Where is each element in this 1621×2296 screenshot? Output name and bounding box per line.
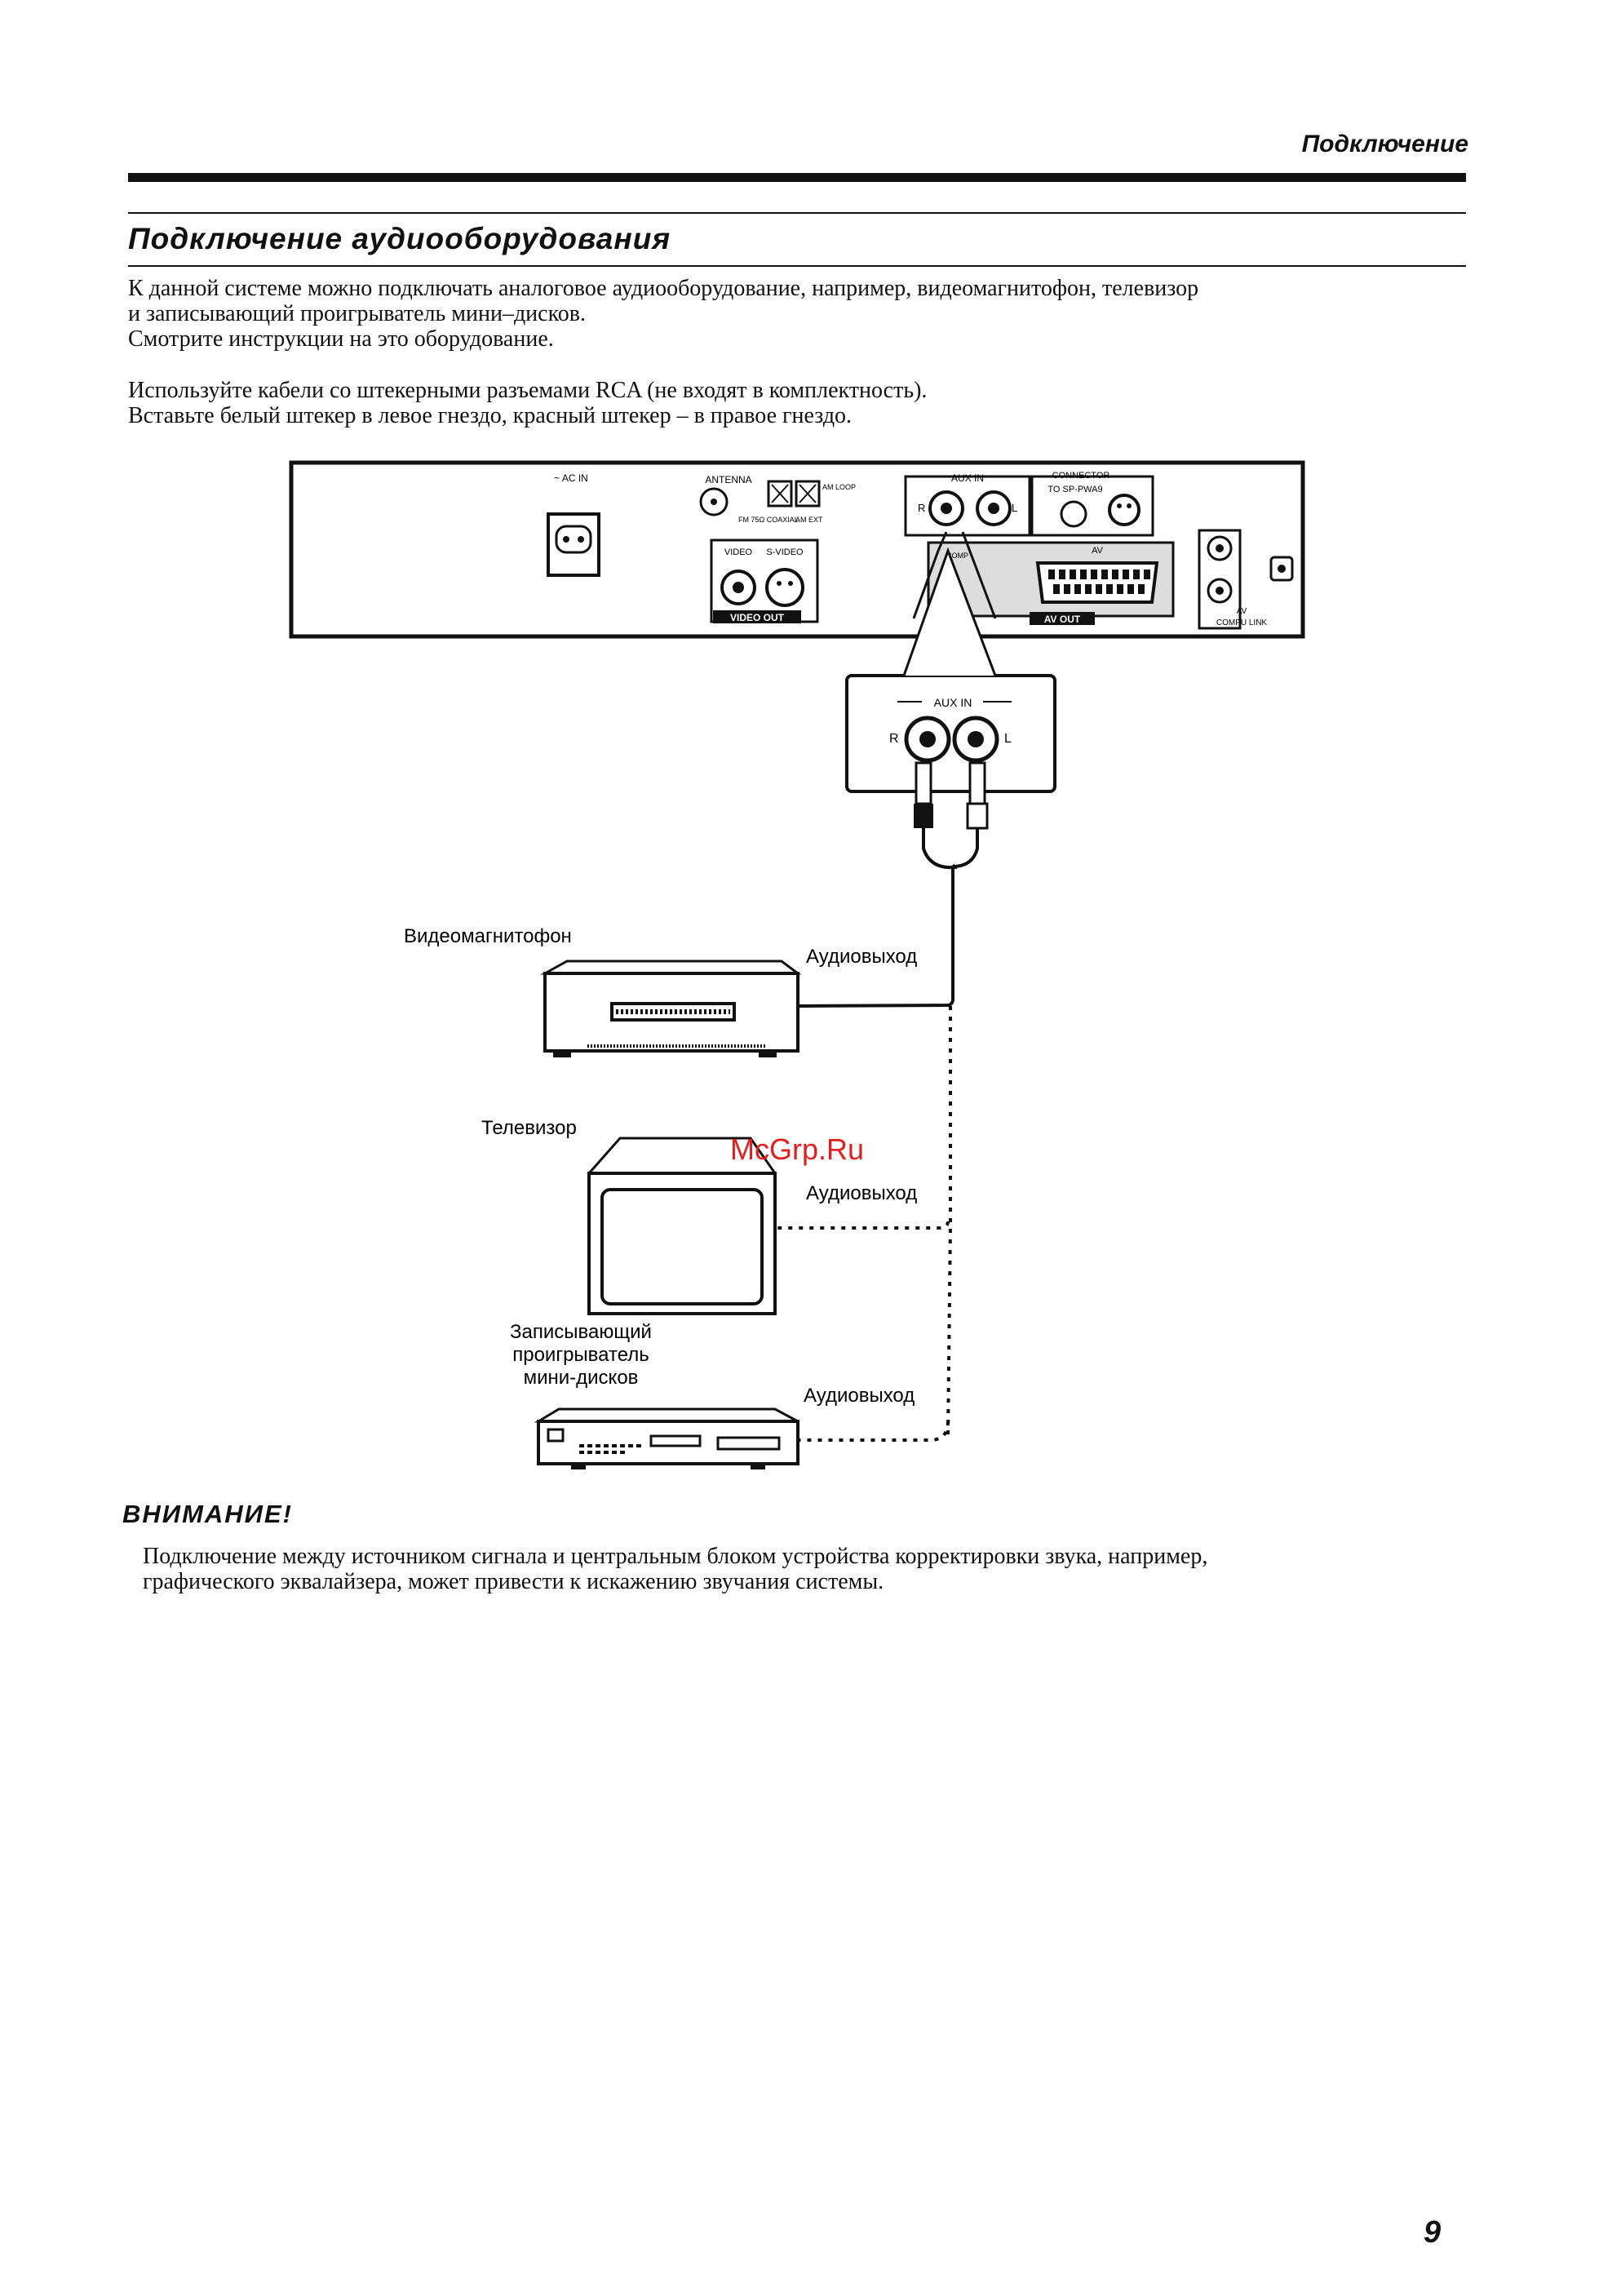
rca-plugs [914, 761, 989, 870]
vcr-audio-out-label: Аудиовыход [806, 946, 917, 968]
s-video-label: S-VIDEO [766, 547, 804, 557]
page-number: 9 [1424, 2215, 1442, 2249]
compu-link-label: COMPU LINK [1216, 618, 1268, 627]
zoom-r-label: R [889, 732, 899, 746]
watermark: McGrp.Ru [730, 1132, 865, 1166]
connector-label: CONNECTOR [1052, 471, 1110, 481]
running-header: Подключение [1301, 131, 1468, 157]
aux-in-callout: AUX IN R L [845, 531, 1056, 793]
video-out-label: VIDEO OUT [730, 612, 785, 623]
rear-panel: ~ AC IN ANTENNA FM 75Ω COAXIAL AM LOOP A… [289, 460, 1305, 639]
tv-audio-out-label: Аудиовыход [806, 1182, 917, 1204]
intro-line-1: К данной системе можно подключать аналог… [128, 276, 1199, 301]
antenna-terminals: ANTENNA FM 75Ω COAXIAL AM LOOP AM EXT [699, 474, 856, 524]
intro-line-3: Смотрите инструкции на это оборудование. [128, 326, 554, 352]
cables-line-1: Используйте кабели со штекерными разъема… [128, 378, 928, 403]
warning-paragraph: Подключение между источником сигнала и ц… [143, 1544, 1464, 1594]
dotted-trunk [946, 1006, 952, 1437]
connector-to-label: TO SP-PWA9 [1047, 485, 1102, 494]
cables-paragraph: Используйте кабели со штекерными разъема… [128, 378, 1466, 428]
zoom-l-label: L [1004, 732, 1012, 746]
md-label-line-3: мини-дисков [524, 1367, 639, 1389]
fm-label: FM 75Ω COAXIAL [738, 516, 799, 524]
vcr-label: Видеомагнитофон [404, 925, 572, 947]
section-rule-bottom [128, 265, 1466, 267]
warning-line-1: Подключение между источником сигнала и ц… [143, 1544, 1208, 1569]
md-recorder-device: Записывающий проигрыватель мини-дисков А… [510, 1321, 915, 1469]
av-label: AV [1092, 546, 1104, 556]
section-title: Подключение аудиооборудования [128, 222, 671, 255]
ac-in-socket: ~ AC IN [547, 472, 600, 577]
vcr-device: Видеомагнитофон Аудиовыход [404, 925, 917, 1057]
zoom-aux-in-label: AUX IN [934, 696, 972, 709]
vcr-cable [799, 867, 954, 1008]
warning-title: ВНИМАНИЕ! [122, 1500, 293, 1528]
panel-aux-in: AUX IN R L [904, 472, 1031, 537]
panel-aux-r-label: R [918, 502, 925, 514]
video-out-jacks: VIDEO S-VIDEO VIDEO OUT [710, 539, 819, 623]
md-cable [798, 1421, 950, 1442]
cables-line-2: Вставьте белый штекер в левое гнездо, кр… [128, 403, 853, 428]
av-compu-label: AV [1237, 607, 1247, 616]
compu-link-jacks: AV COMPU LINK [1198, 529, 1294, 630]
warning-line-2: графического эквалайзера, может привести… [143, 1569, 884, 1594]
header-rule [128, 173, 1466, 182]
tv-label: Телевизор [481, 1117, 577, 1139]
md-label-line-1: Записывающий [510, 1321, 652, 1343]
md-audio-out-label: Аудиовыход [804, 1385, 915, 1407]
section-rule-top [128, 212, 1466, 214]
panel-aux-in-label: AUX IN [951, 472, 984, 484]
antenna-label: ANTENNA [705, 474, 751, 485]
md-label-line-2: проигрыватель [512, 1344, 649, 1366]
tv-device: Телевизор Аудиовыход [481, 1117, 917, 1315]
tv-cable [775, 1221, 950, 1230]
intro-paragraph: К данной системе можно подключать аналог… [128, 276, 1466, 352]
comp-label: COMP [946, 552, 968, 560]
am-ext-label: AM EXT [795, 516, 823, 524]
speaker-connector: CONNECTOR TO SP-PWA9 [1030, 471, 1154, 537]
am-loop-label: AM LOOP [822, 483, 856, 491]
intro-line-2: и записывающий проигрыватель мини–дисков… [128, 301, 586, 326]
ac-in-label: ~ AC IN [554, 472, 588, 484]
video-label: VIDEO [724, 547, 753, 557]
panel-aux-l-label: L [1012, 502, 1017, 514]
av-out-label: AV OUT [1044, 614, 1081, 625]
